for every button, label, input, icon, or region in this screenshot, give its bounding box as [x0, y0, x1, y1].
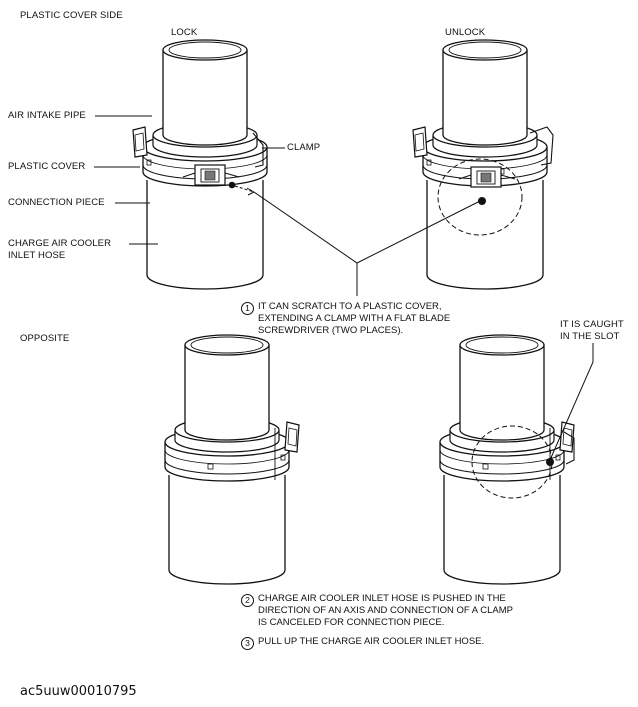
figure-id: ac5uuw00010795	[20, 684, 137, 699]
air-intake-pipe-label: AIR INTAKE PIPE	[8, 110, 86, 121]
step2-line2: DIRECTION OF AN AXIS AND CONNECTION OF A…	[258, 605, 513, 616]
unlock-assembly	[412, 39, 554, 290]
opposite-assembly-left	[164, 334, 300, 585]
lock-assembly	[132, 39, 268, 290]
plastic-cover-label: PLASTIC COVER	[8, 161, 86, 172]
caught-label-line2: IN THE SLOT	[560, 331, 620, 342]
callout-leaders	[94, 115, 285, 245]
step1-line2: EXTENDING A CLAMP WITH A FLAT BLADE	[258, 313, 451, 324]
step2-line1: CHARGE AIR COOLER INLET HOSE IS PUSHED I…	[258, 593, 506, 604]
hose-label-line2: INLET HOSE	[8, 250, 66, 261]
unlock-label: UNLOCK	[445, 27, 486, 38]
step-number-3: 3	[241, 637, 254, 650]
lock-scratch-arrow	[228, 181, 255, 196]
step1-line3: SCREWDRIVER (TWO PLACES).	[258, 325, 404, 336]
step3-line1: PULL UP THE CHARGE AIR COOLER INLET HOSE…	[258, 636, 485, 647]
step-number-1: 1	[241, 302, 254, 315]
step2-line3: IS CANCELED FOR CONNECTION PIECE.	[258, 617, 445, 628]
section-title: PLASTIC COVER SIDE	[20, 10, 123, 21]
lock-label: LOCK	[171, 27, 198, 38]
opposite-assembly-right	[439, 334, 575, 585]
clamp-label: CLAMP	[287, 142, 321, 153]
step1-line1: IT CAN SCRATCH TO A PLASTIC COVER,	[258, 301, 442, 312]
caught-leader	[549, 343, 594, 461]
step-number-2: 2	[241, 594, 254, 607]
hose-label-line1: CHARGE AIR COOLER	[8, 238, 112, 249]
note1-leaders	[253, 191, 485, 296]
caught-label-line1: IT IS CAUGHT	[560, 319, 624, 330]
opposite-label: OPPOSITE	[20, 333, 70, 344]
connection-piece-label: CONNECTION PIECE	[8, 197, 105, 208]
